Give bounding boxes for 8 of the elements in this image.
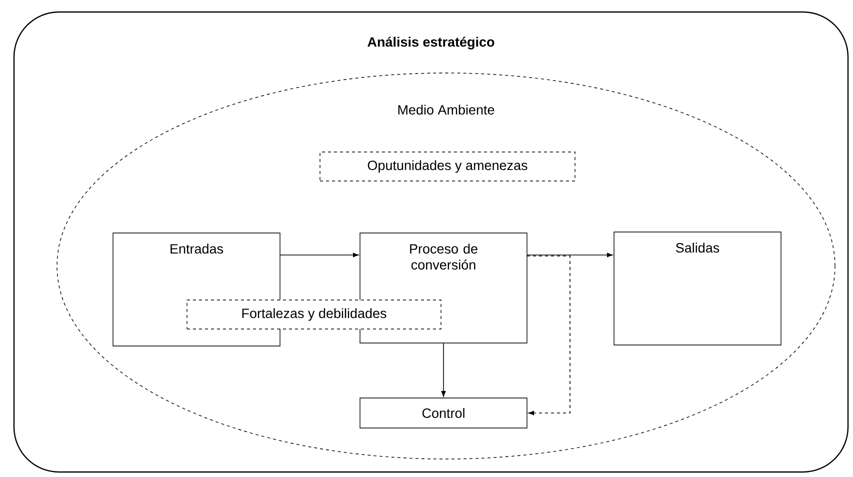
dashed-box: Fortalezas y debilidades xyxy=(186,300,442,330)
arrow xyxy=(280,252,359,258)
arrow xyxy=(441,342,446,397)
process-box: Salidas xyxy=(614,232,782,346)
dashed-box: Oputunidades y amenezas xyxy=(320,152,576,182)
process-box: Control xyxy=(360,398,528,428)
arrow xyxy=(526,256,570,416)
arrow xyxy=(526,252,613,258)
